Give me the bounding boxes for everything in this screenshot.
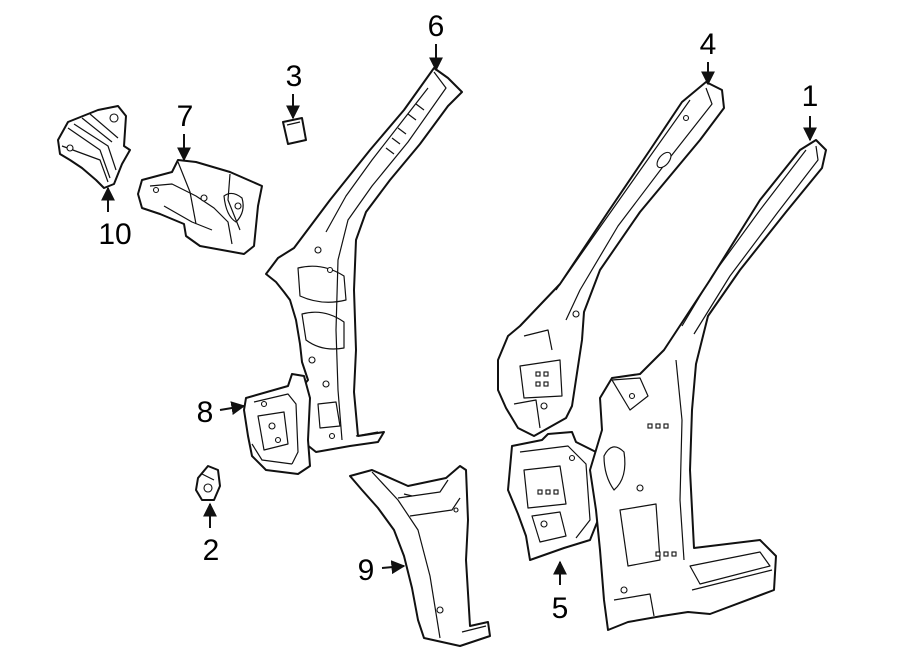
- callout-5: 5: [552, 592, 569, 625]
- leader-8: [219, 401, 246, 415]
- callout-2: 2: [203, 534, 220, 567]
- callout-labels: 1 2 3 4 5 6 7 8 9 10: [98, 10, 818, 625]
- leader-9: [381, 560, 406, 575]
- part-8-lower-reinforcement: [243, 373, 311, 475]
- part-1-center-pillar: [589, 139, 827, 631]
- callout-3: 3: [286, 60, 303, 93]
- part-2-clip: [195, 465, 221, 501]
- callout-4: 4: [700, 28, 717, 61]
- part-7-reinforcement: [137, 159, 263, 255]
- part-10-bracket: [57, 105, 131, 189]
- part-9-trim: [349, 465, 491, 647]
- callout-8: 8: [197, 396, 214, 429]
- callout-7: 7: [177, 100, 194, 133]
- callout-9: 9: [358, 554, 375, 587]
- callout-10: 10: [98, 218, 131, 251]
- part-3-plug: [282, 117, 307, 145]
- leader-lines: [101, 44, 817, 585]
- part-5-lower-reinforcement: [507, 431, 605, 561]
- part-4-pillar-reinforcement: [497, 81, 725, 437]
- callout-6: 6: [428, 10, 445, 43]
- callout-1: 1: [802, 80, 819, 113]
